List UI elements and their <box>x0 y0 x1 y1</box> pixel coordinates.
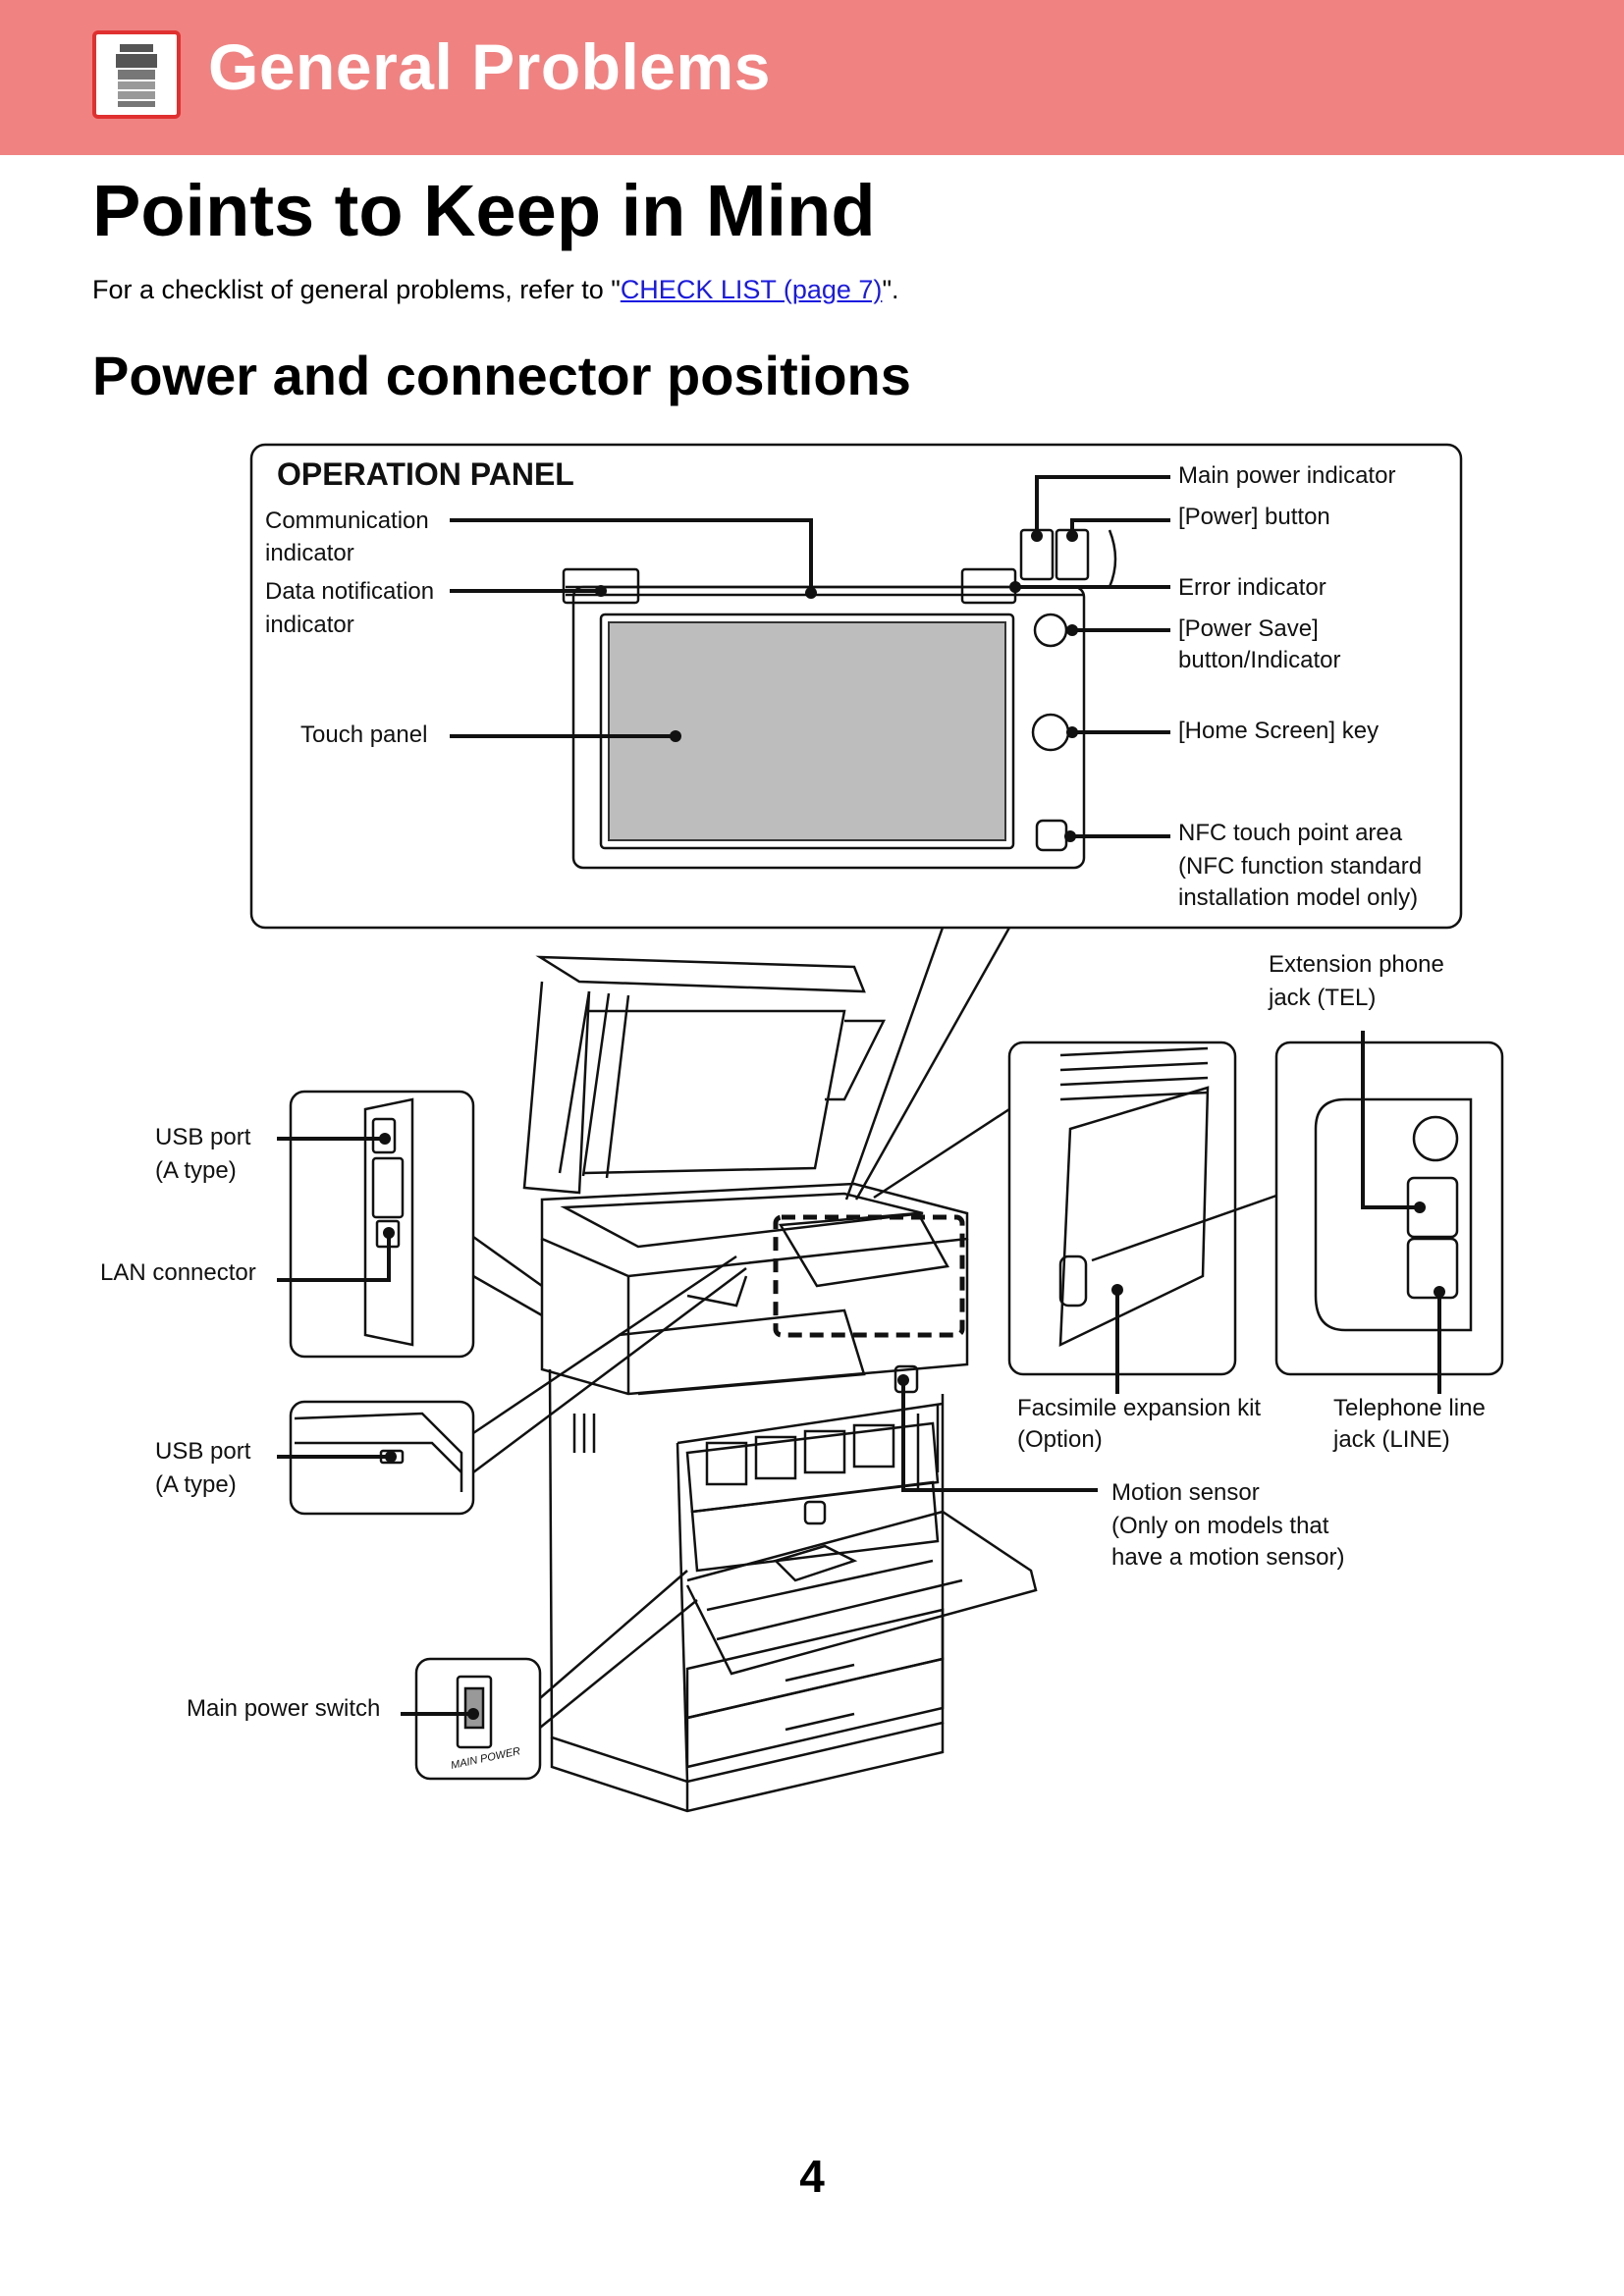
section-title: Power and connector positions <box>92 345 911 406</box>
label-usb-top-1: USB port <box>155 1124 251 1150</box>
header-title: General Problems <box>208 30 771 103</box>
label-data-notification-1: Data notification <box>265 578 434 605</box>
label-facsimile-1: Facsimile expansion kit <box>1017 1395 1261 1421</box>
panel-highlight <box>773 1214 965 1338</box>
label-communication-2: indicator <box>265 540 354 566</box>
page-title: Points to Keep in Mind <box>92 170 876 251</box>
intro-prefix: For a checklist of general problems, ref… <box>92 275 621 304</box>
label-lan-connector: LAN connector <box>100 1259 256 1286</box>
label-power-button: [Power] button <box>1178 504 1330 530</box>
label-home-screen: [Home Screen] key <box>1178 718 1379 744</box>
label-main-power-switch: Main power switch <box>187 1695 380 1722</box>
switch-marking: MAIN POWER <box>450 1745 521 1772</box>
power-save-icon <box>1033 613 1068 648</box>
label-data-notification-2: indicator <box>265 612 354 638</box>
intro-text: For a checklist of general problems, ref… <box>92 275 899 305</box>
label-main-power-indicator: Main power indicator <box>1178 462 1395 489</box>
check-list-link[interactable]: CHECK LIST (page 7) <box>620 275 883 304</box>
machine-illustration <box>522 955 1038 1813</box>
label-telephone-1: Telephone line <box>1333 1395 1486 1421</box>
operation-panel-frame <box>249 443 1463 930</box>
label-extension-phone-1: Extension phone <box>1269 951 1444 978</box>
label-power-save-2: button/Indicator <box>1178 647 1340 673</box>
label-nfc-2: (NFC function standard <box>1178 853 1422 880</box>
label-nfc-3: installation model only) <box>1178 884 1418 911</box>
label-usb-bottom-1: USB port <box>155 1438 251 1465</box>
label-motion-sensor-3: have a motion sensor) <box>1111 1544 1344 1571</box>
label-motion-sensor-1: Motion sensor <box>1111 1479 1260 1506</box>
label-usb-top-2: (A type) <box>155 1157 237 1184</box>
label-telephone-2: jack (LINE) <box>1332 1426 1450 1453</box>
label-communication-1: Communication <box>265 507 429 534</box>
label-usb-bottom-2: (A type) <box>155 1471 237 1498</box>
label-motion-sensor-2: (Only on models that <box>1111 1513 1329 1539</box>
page-number: 4 <box>799 2151 825 2202</box>
home-icon <box>1031 713 1070 752</box>
label-nfc-1: NFC touch point area <box>1178 820 1403 846</box>
panel-title: OPERATION PANEL <box>277 456 574 492</box>
label-extension-phone-2: jack (TEL) <box>1268 985 1376 1011</box>
header-banner: General Problems <box>0 0 1624 155</box>
label-power-save-1: [Power Save] <box>1178 615 1319 642</box>
label-error-indicator: Error indicator <box>1178 574 1326 601</box>
nfc-icon <box>1035 819 1068 852</box>
label-touch-panel: Touch panel <box>300 721 427 748</box>
copier-icon <box>92 30 181 119</box>
touch-panel-screen <box>608 621 1006 841</box>
intro-suffix: ". <box>882 275 899 304</box>
label-facsimile-2: (Option) <box>1017 1426 1103 1453</box>
